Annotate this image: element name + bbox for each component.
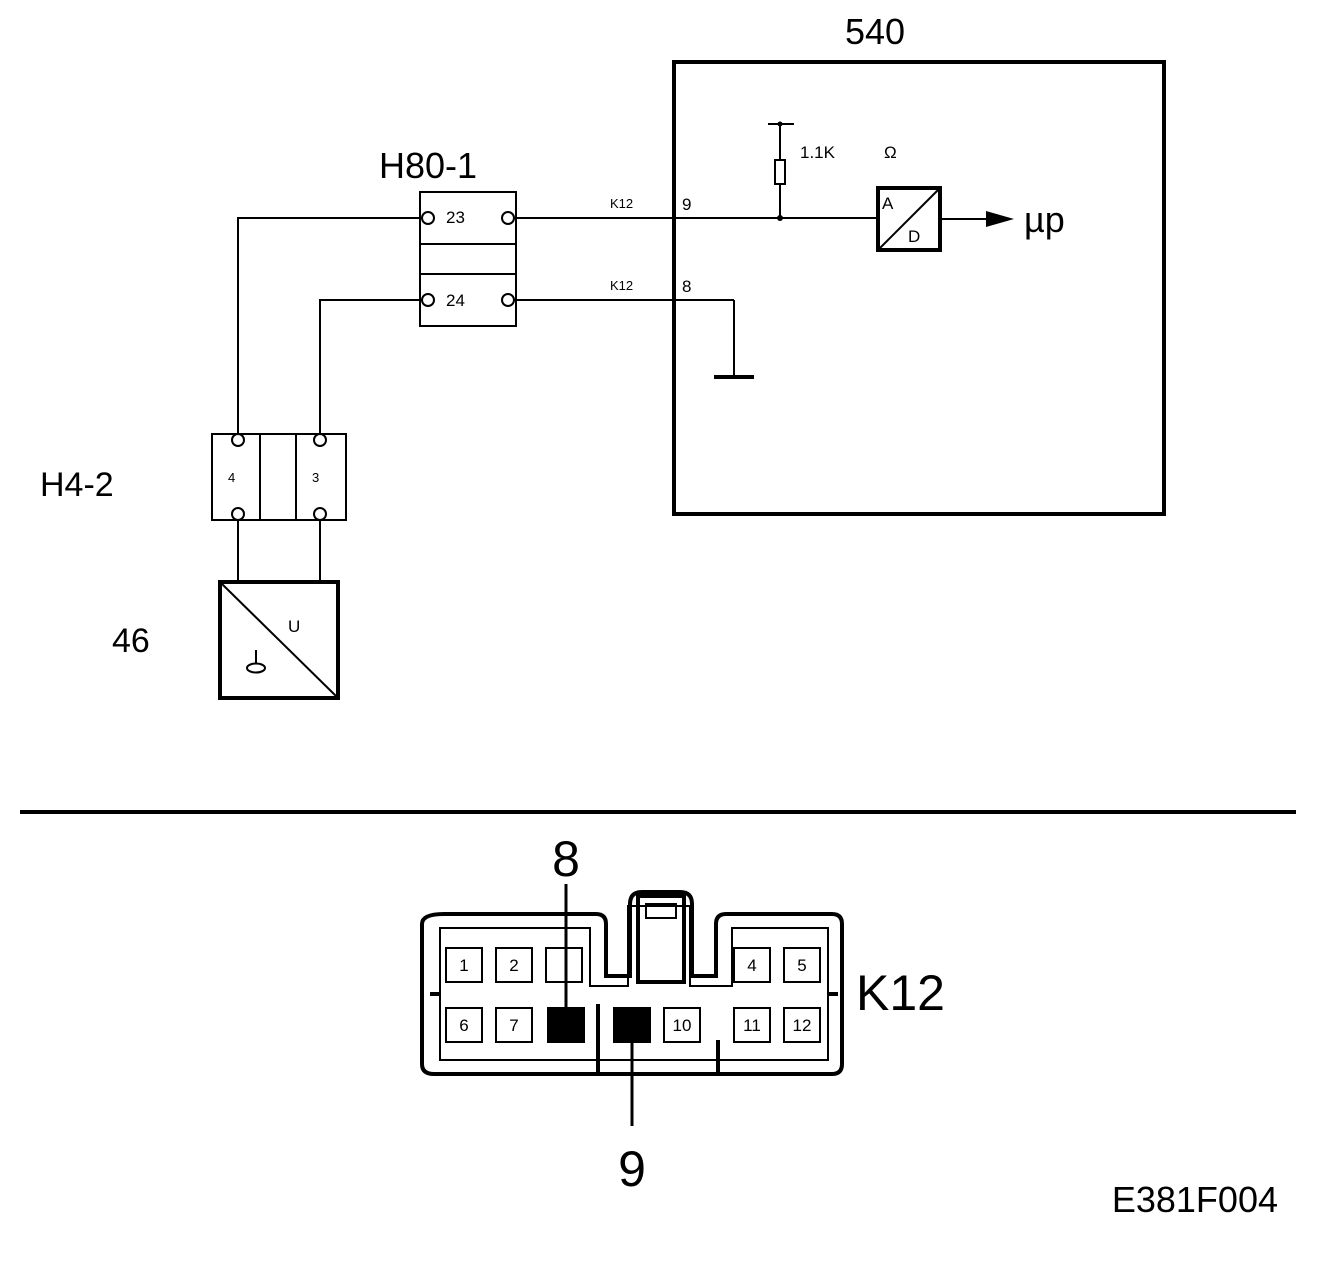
h80-pin-23-left xyxy=(421,211,435,225)
h80-pin-24-label: 24 xyxy=(446,291,465,310)
sensor-diagonal xyxy=(221,583,337,697)
ohm-symbol: Ω xyxy=(884,143,897,162)
k12-pin-12-label: 12 xyxy=(793,1016,812,1035)
h80-label: H80-1 xyxy=(379,145,477,186)
h80-pin-23-label: 23 xyxy=(446,208,465,227)
thermometer-icon xyxy=(246,650,266,674)
k12-pin-12 xyxy=(783,1007,821,1043)
h4-pin-4-label: 4 xyxy=(228,470,235,485)
wire-23-to-4 xyxy=(237,217,422,434)
h4-pin-3-top xyxy=(313,433,327,447)
k12-label: K12 xyxy=(856,965,945,1021)
ecu-pin-8-label: 8 xyxy=(682,277,691,296)
k12-pin-4 xyxy=(733,947,771,983)
k12-pin-1 xyxy=(445,947,483,983)
k12-pin-9-highlight xyxy=(613,1007,651,1043)
callout-label-8: 8 xyxy=(552,831,580,887)
sensor-symbol: U xyxy=(288,617,300,636)
h4-pin-3-label: 3 xyxy=(312,470,319,485)
microprocessor-label: µp xyxy=(1024,199,1065,240)
sensor-label: 46 xyxy=(112,622,150,660)
wire-24-to-3 xyxy=(319,299,422,434)
k12-pin-5 xyxy=(783,947,821,983)
ecu-pin-9-label: 9 xyxy=(682,195,691,214)
wire-label-k12-b: K12 xyxy=(610,278,633,293)
adc-label-d: D xyxy=(908,227,920,246)
supply-node xyxy=(777,121,783,127)
resistor-value: 1.1K xyxy=(800,143,836,162)
k12-pin-7 xyxy=(495,1007,533,1043)
k12-pin-10-label: 10 xyxy=(673,1016,692,1035)
h4-pin-3-bottom xyxy=(313,507,327,521)
k12-pin-5-label: 5 xyxy=(797,956,806,975)
h4-gap-cell xyxy=(259,433,297,521)
h4-pin-4-cell xyxy=(211,433,261,521)
h4-label: H4-2 xyxy=(40,466,114,504)
sensor-46-box xyxy=(218,580,340,700)
adc-label-a: A xyxy=(882,194,894,213)
resistor-icon xyxy=(774,159,786,185)
k12-pin-7-label: 7 xyxy=(509,1016,518,1035)
k12-pin-2-label: 2 xyxy=(509,956,518,975)
k12-pin-11 xyxy=(733,1007,771,1043)
h80-pin-24-left xyxy=(421,293,435,307)
callout-label-9: 9 xyxy=(618,1141,646,1197)
figure-code: E381F004 xyxy=(1112,1179,1278,1220)
ecu-label: 540 xyxy=(845,11,905,52)
h4-pin-4-bottom xyxy=(231,507,245,521)
k12-pin-1-label: 1 xyxy=(459,956,468,975)
adc-diagonal xyxy=(879,189,939,249)
k12-pin-6 xyxy=(445,1007,483,1043)
k12-pin-8-highlight xyxy=(547,1007,585,1043)
k12-pin-2 xyxy=(495,947,533,983)
k12-connector xyxy=(420,890,844,1076)
arrow-right-icon xyxy=(986,211,1014,227)
k12-pin-10 xyxy=(663,1007,701,1043)
junction-node xyxy=(777,215,783,221)
k12-pin-3 xyxy=(545,947,583,983)
h80-pin-24-right xyxy=(501,293,515,307)
wire-label-k12-a: K12 xyxy=(610,196,633,211)
h80-gap-cell xyxy=(419,243,517,275)
k12-pin-4-label: 4 xyxy=(747,956,756,975)
ecu-540-box xyxy=(672,60,1166,516)
k12-pin-11-label: 11 xyxy=(743,1016,761,1035)
k12-pin-6-label: 6 xyxy=(459,1016,468,1035)
h4-pin-4-top xyxy=(231,433,245,447)
h80-pin-23-right xyxy=(501,211,515,225)
